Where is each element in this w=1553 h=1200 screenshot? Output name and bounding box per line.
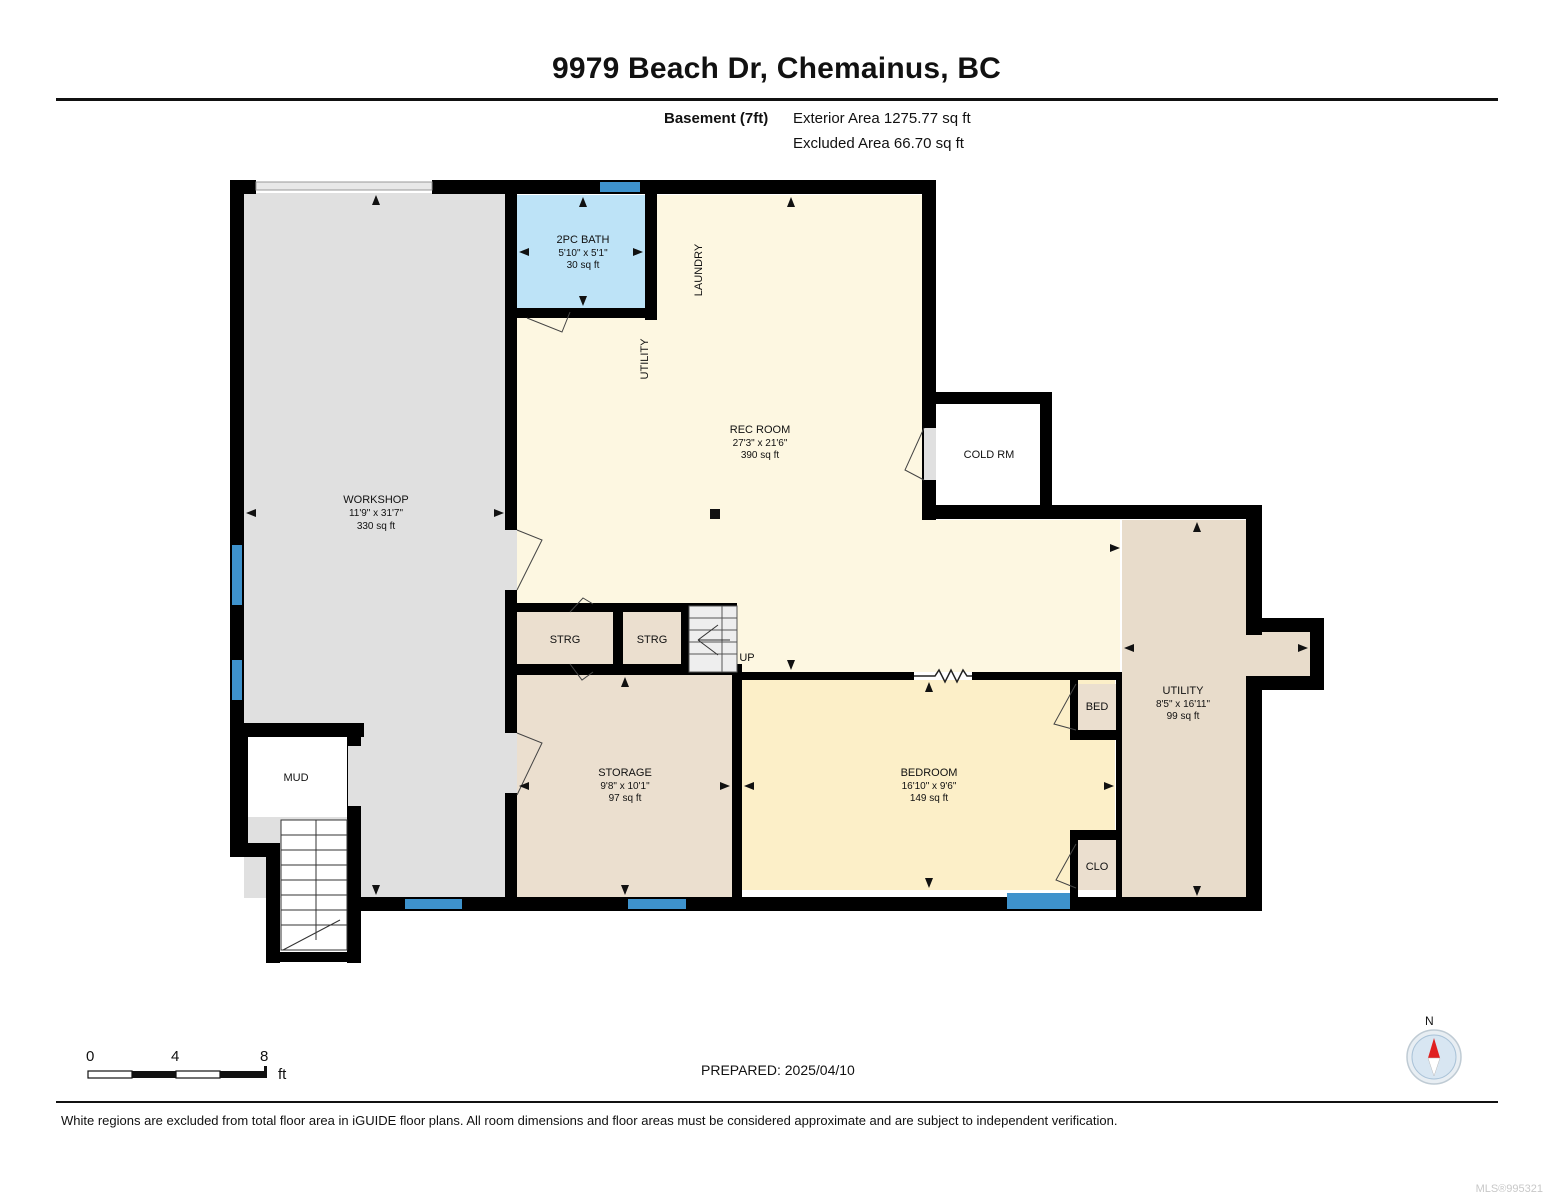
storage-area: 97 sq ft — [609, 793, 642, 804]
bedroom-area: 149 sq ft — [910, 793, 949, 804]
dimension-arrows — [246, 195, 1308, 896]
doors — [280, 311, 1077, 951]
utility-vertical-label: UTILITY — [639, 338, 651, 380]
scale-tick-4: 4 — [171, 1048, 180, 1065]
bath-name: 2PC BATH — [557, 234, 610, 246]
exterior-area: Exterior Area 1275.77 sq ft — [793, 110, 971, 127]
room-fills — [244, 193, 1310, 898]
utility-name: UTILITY — [1163, 685, 1205, 697]
bedroom-fill — [741, 680, 1115, 890]
mls-watermark: MLS®995321 — [1475, 1183, 1543, 1195]
bed-closet-fill — [1076, 684, 1116, 730]
clo-fill — [1076, 840, 1116, 890]
utility-dims: 8'5" x 16'11" — [1156, 699, 1211, 710]
compass-icon — [1406, 1029, 1462, 1085]
scale-bar — [87, 1066, 267, 1079]
excluded-area: Excluded Area 66.70 sq ft — [793, 135, 964, 152]
stairs-up-label: UP — [739, 652, 754, 664]
windows — [232, 181, 1070, 909]
strg1-fill — [517, 612, 613, 664]
storage-name: STORAGE — [598, 767, 652, 779]
laundry-label: LAUNDRY — [693, 243, 705, 296]
floor-label: Basement (7ft) — [664, 110, 769, 127]
workshop-area: 330 sq ft — [357, 521, 396, 532]
bedroom-name: BEDROOM — [901, 767, 958, 779]
prepared-date: PREPARED: 2025/04/10 — [701, 1062, 855, 1078]
storage-fill — [517, 675, 732, 897]
plan-title: 9979 Beach Dr, Chemainus, BC — [551, 52, 1002, 85]
mud-fill — [248, 737, 348, 817]
title-rule — [56, 98, 1498, 101]
utility-fill — [1122, 520, 1246, 898]
rec-fill — [517, 195, 1120, 672]
rec-dims: 27'3" x 21'6" — [733, 438, 788, 449]
utility-area: 99 sq ft — [1167, 711, 1200, 722]
storage-dims: 9'8" x 10'1" — [600, 781, 650, 792]
room-labels: WORKSHOP 11'9" x 31'7" 330 sq ft 2PC BAT… — [283, 234, 1210, 873]
bath-dims: 5'10" x 5'1" — [558, 248, 608, 259]
strg1-name: STRG — [550, 634, 581, 646]
cold-name: COLD RM — [964, 449, 1015, 461]
cold-fill — [938, 404, 1040, 502]
footer-rule — [56, 1101, 1498, 1103]
rec-name: REC ROOM — [730, 424, 791, 436]
utility-nook-fill — [1246, 632, 1310, 678]
rec-area: 390 sq ft — [741, 450, 780, 461]
mud-name: MUD — [283, 772, 308, 784]
compass-north-label: N — [1425, 1014, 1434, 1028]
bath-fill — [517, 195, 647, 308]
disclaimer-text: White regions are excluded from total fl… — [61, 1113, 1118, 1128]
clo-name: CLO — [1086, 861, 1109, 873]
strg2-name: STRG — [637, 634, 668, 646]
scale-unit: ft — [278, 1066, 287, 1083]
workshop-dims: 11'9" x 31'7" — [349, 508, 404, 519]
bedroom-dims: 16'10" x 9'6" — [902, 781, 957, 792]
scale-tick-0: 0 — [86, 1048, 95, 1065]
bed-closet-name: BED — [1086, 701, 1109, 713]
scale-tick-8: 8 — [260, 1048, 269, 1065]
workshop-name: WORKSHOP — [343, 494, 408, 506]
bath-area: 30 sq ft — [567, 260, 600, 271]
strg2-fill — [623, 612, 681, 664]
